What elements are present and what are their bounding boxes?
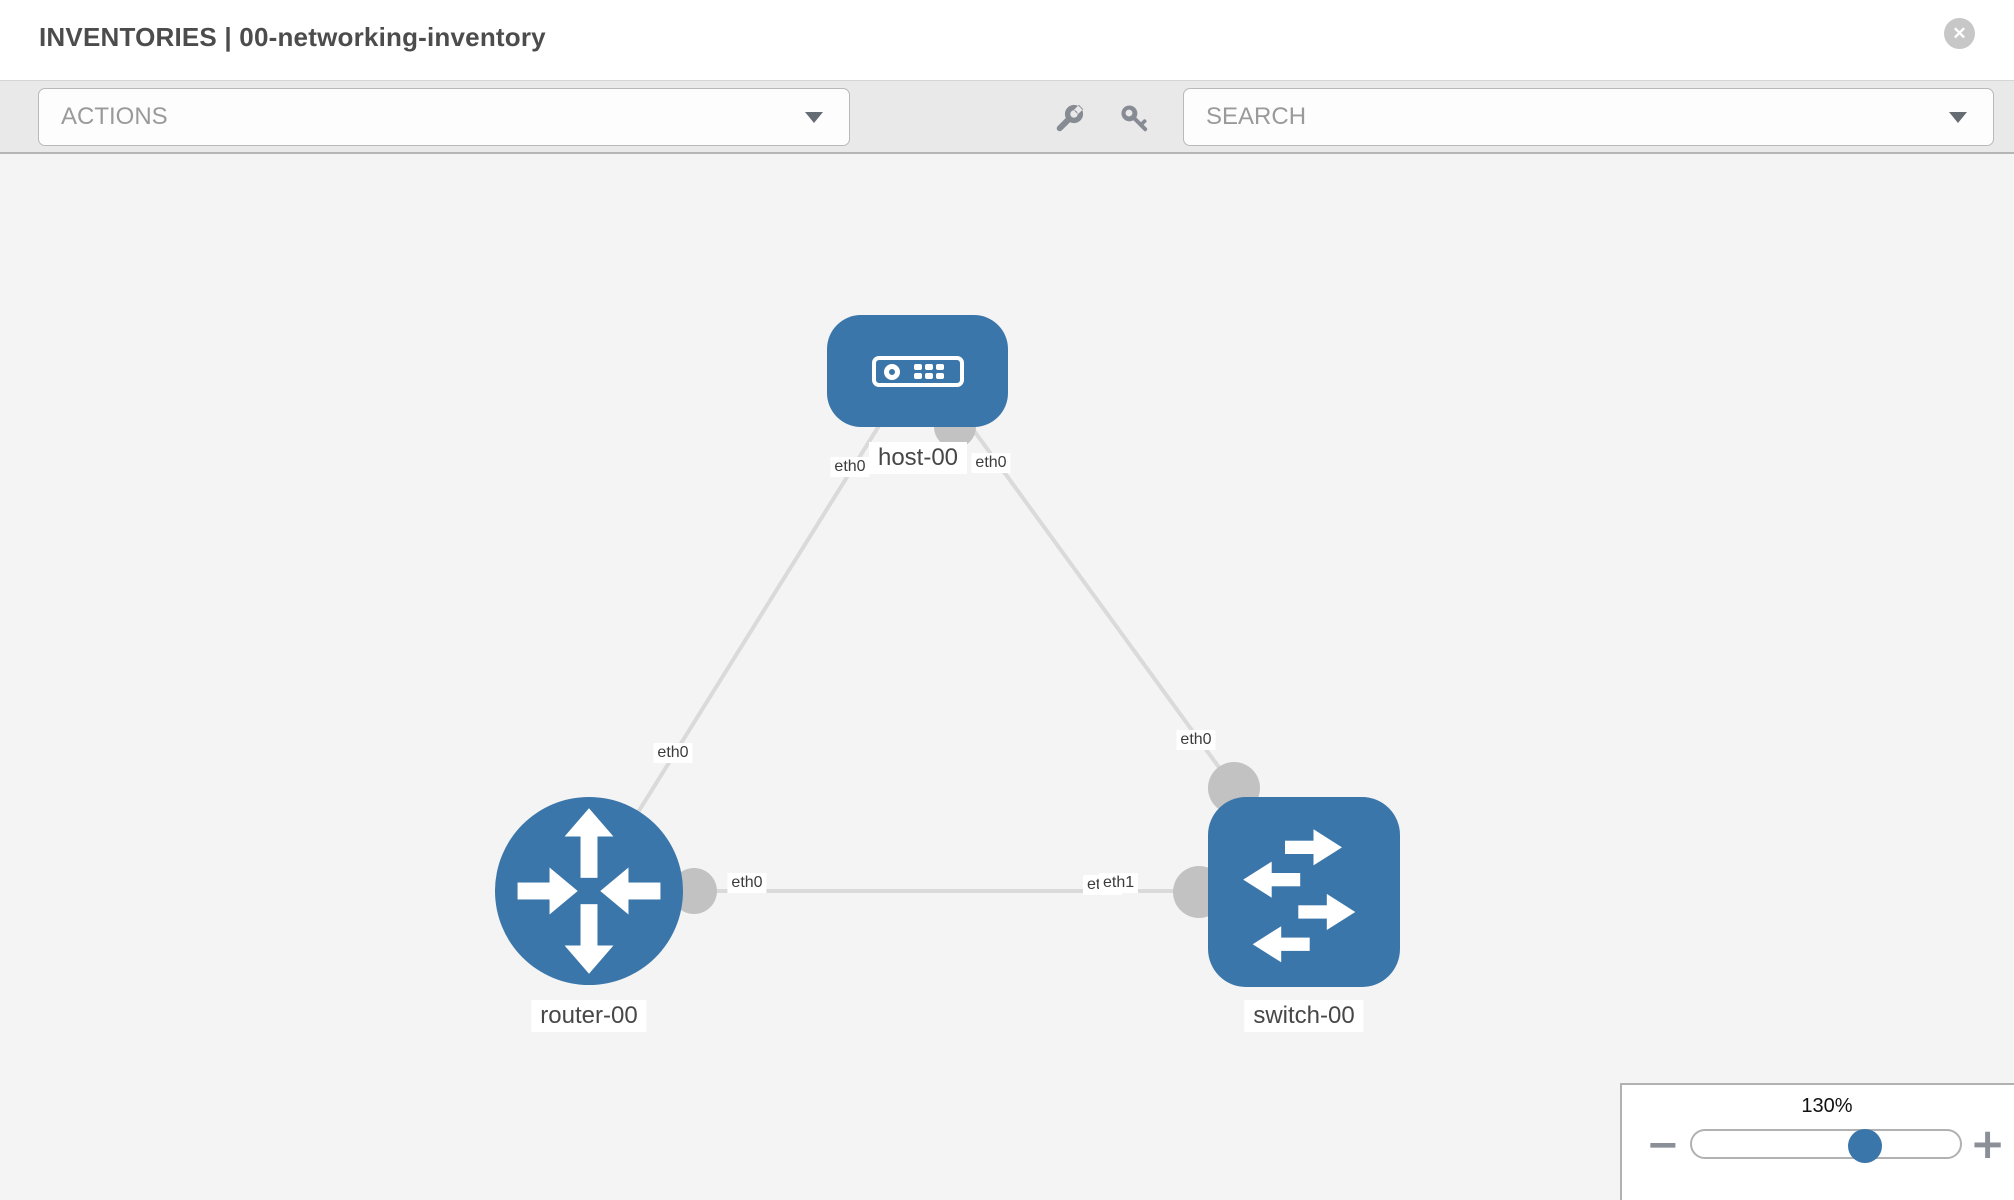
page-header: INVENTORIES | 00-networking-inventory ✕ xyxy=(0,0,2014,80)
link-host-switch[interactable] xyxy=(938,382,1236,790)
node-host[interactable] xyxy=(827,315,1008,427)
chevron-down-icon xyxy=(1949,111,1967,123)
chevron-down-icon xyxy=(805,111,823,123)
host-icon xyxy=(872,356,964,387)
toolbar: ACTIONS xyxy=(0,80,2014,154)
node-router[interactable] xyxy=(495,797,683,985)
actions-dropdown-label: ACTIONS xyxy=(61,103,168,130)
interface-label: eth0 xyxy=(653,743,693,763)
zoom-widget: 130% − + xyxy=(1620,1083,2014,1200)
link-layer xyxy=(587,382,1236,893)
interface-label: eth0 xyxy=(830,457,870,477)
node-label-host: host-00 xyxy=(868,442,968,474)
interface-label: eth0 xyxy=(727,873,767,893)
switch-icon xyxy=(1243,829,1356,963)
wrench-icon[interactable] xyxy=(1052,102,1086,136)
zoom-slider-thumb[interactable] xyxy=(1848,1129,1882,1163)
router-icon xyxy=(517,808,661,974)
interface-label: eth0 xyxy=(971,453,1011,473)
topology-canvas[interactable]: host-00 router-00 switch-00 eth0 eth0 et… xyxy=(0,154,2014,1200)
close-icon[interactable]: ✕ xyxy=(1944,18,1975,49)
node-label-switch: switch-00 xyxy=(1244,1000,1364,1032)
node-label-router: router-00 xyxy=(531,1000,647,1032)
interface-label: eth1 xyxy=(1099,873,1139,893)
page-title: INVENTORIES | 00-networking-inventory xyxy=(39,22,546,52)
search-dropdown[interactable] xyxy=(1183,88,1994,146)
actions-dropdown[interactable]: ACTIONS xyxy=(38,88,850,146)
zoom-out-button[interactable]: − xyxy=(1646,1122,1680,1168)
interface-label: eth0 xyxy=(1176,730,1216,750)
zoom-level: 130% xyxy=(1801,1095,1853,1117)
search-input[interactable] xyxy=(1206,103,1949,131)
key-icon[interactable] xyxy=(1118,102,1152,136)
node-switch[interactable] xyxy=(1208,797,1400,987)
zoom-slider-track[interactable] xyxy=(1690,1129,1962,1159)
zoom-in-button[interactable]: + xyxy=(1970,1119,2006,1168)
